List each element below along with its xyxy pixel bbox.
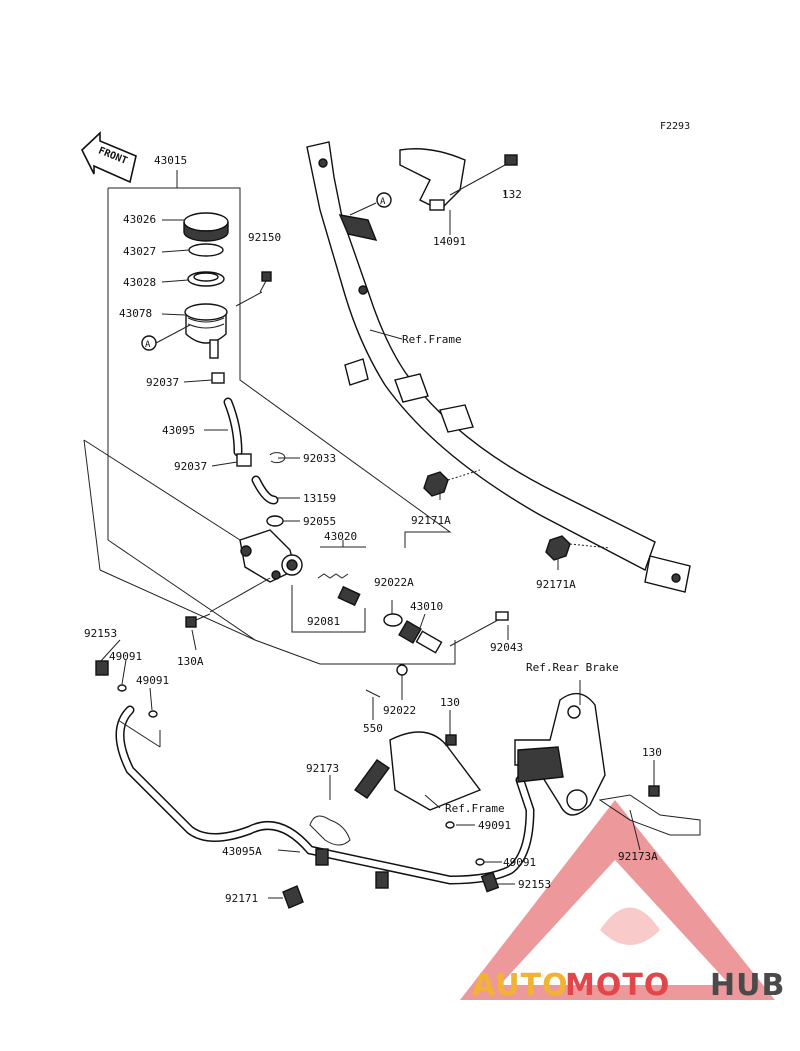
label-43095a: 43095A: [222, 845, 262, 858]
bolt-130: [445, 734, 457, 746]
watermark-auto: AUTO: [472, 968, 569, 1003]
label-92033: 92033: [303, 452, 336, 465]
rear-brake-bracket: [514, 692, 606, 816]
label-92022: 92022: [383, 704, 416, 717]
label-130-right: 130: [642, 746, 662, 759]
label-ref-rear-brake: Ref.Rear Brake: [526, 661, 619, 674]
hose-sleeve: [375, 871, 389, 889]
washer: [396, 664, 408, 676]
diaphragm: [187, 271, 225, 287]
label-43026: 43026: [123, 213, 156, 226]
watermark-text: AUTO MOTO HUB: [472, 968, 785, 1003]
bracket-14091: [399, 148, 466, 211]
hose-clamp-92173a: [598, 794, 701, 836]
diaphragm-plate: [188, 243, 224, 257]
part-labels: 43015 43026 43027 43028 43078 92150 9203…: [84, 154, 662, 905]
bolt-92150: [235, 271, 272, 307]
o-ring: [266, 515, 284, 527]
label-43078: 43078: [119, 307, 152, 320]
frame-section: [306, 141, 691, 593]
hose-sleeve: [315, 848, 329, 866]
leader-lines: [99, 190, 655, 899]
label-92081: 92081: [307, 615, 340, 628]
label-43015: 43015: [154, 154, 187, 167]
label-43095: 43095: [162, 424, 195, 437]
clamp-plate: [354, 759, 390, 799]
label-49091-d: 49091: [503, 856, 536, 869]
label-13159: 13159: [303, 492, 336, 505]
bolt-132: [504, 154, 518, 166]
gasket: [117, 684, 127, 692]
watermark-logo: [460, 800, 775, 1000]
push-rod: [398, 620, 443, 654]
nut: [545, 535, 571, 561]
label-43020: 43020: [324, 530, 357, 543]
label-130a: 130A: [177, 655, 204, 668]
hose-clamp: [211, 372, 225, 384]
label-92043: 92043: [490, 641, 523, 654]
reservoir-cap: [183, 212, 229, 242]
label-49091-b: 49091: [136, 674, 169, 687]
gasket: [445, 821, 455, 829]
assembly-bracket-43015: [83, 170, 456, 665]
label-130-middle: 130: [440, 696, 460, 709]
clevis-pin: [449, 611, 509, 647]
hose-clamp: [236, 453, 252, 467]
label-92022a: 92022A: [374, 576, 414, 589]
piston-assembly-bracket: [291, 540, 366, 633]
frame-bracket: [389, 731, 482, 811]
banjo-bolt: [480, 871, 500, 893]
hose-clamp-92173: [309, 815, 351, 846]
label-92153-left: 92153: [84, 627, 117, 640]
circlip: [269, 452, 286, 464]
label-92150: 92150: [248, 231, 281, 244]
label-43028: 43028: [123, 276, 156, 289]
label-14091: 14091: [433, 235, 466, 248]
label-92173: 92173: [306, 762, 339, 775]
watermark-moto: MOTO: [565, 968, 670, 1003]
label-132: 132: [502, 188, 522, 201]
label-92171: 92171: [225, 892, 258, 905]
hose-clip: [282, 885, 304, 909]
label-92153-right: 92153: [518, 878, 551, 891]
label-92173a: 92173A: [618, 850, 658, 863]
reservoir: [184, 303, 228, 359]
label-92055: 92055: [303, 515, 336, 528]
piston-spring: [317, 573, 361, 607]
figure-code: F2293: [660, 121, 690, 132]
watermark-hub: HUB: [710, 968, 785, 1003]
label-49091-a: 49091: [109, 650, 142, 663]
callout-a-icon: A: [349, 192, 392, 216]
label-ref-frame-lower: Ref.Frame: [445, 802, 505, 815]
cotter-pin: [365, 689, 381, 698]
label-92037-upper: 92037: [146, 376, 179, 389]
bolt-130a: [185, 577, 271, 628]
label-49091-c: 49091: [478, 819, 511, 832]
label-43027: 43027: [123, 245, 156, 258]
banjo-bolt: [95, 660, 109, 676]
front-arrow-icon: FRONT: [81, 131, 137, 184]
label-550: 550: [363, 722, 383, 735]
bolt-130: [648, 785, 660, 797]
label-92037-lower: 92037: [174, 460, 207, 473]
svg-text:A: A: [380, 197, 386, 207]
label-92171a-lower: 92171A: [536, 578, 576, 591]
svg-text:A: A: [145, 340, 151, 350]
master-cylinder-body: [239, 529, 303, 583]
label-92171a-upper: 92171A: [411, 514, 451, 527]
nut: [423, 471, 449, 497]
label-ref-frame-upper: Ref.Frame: [402, 333, 462, 346]
gasket: [148, 710, 158, 718]
callout-a-icon: A: [141, 324, 191, 351]
label-43010: 43010: [410, 600, 443, 613]
gasket: [475, 858, 485, 866]
snap-ring: [383, 613, 403, 627]
